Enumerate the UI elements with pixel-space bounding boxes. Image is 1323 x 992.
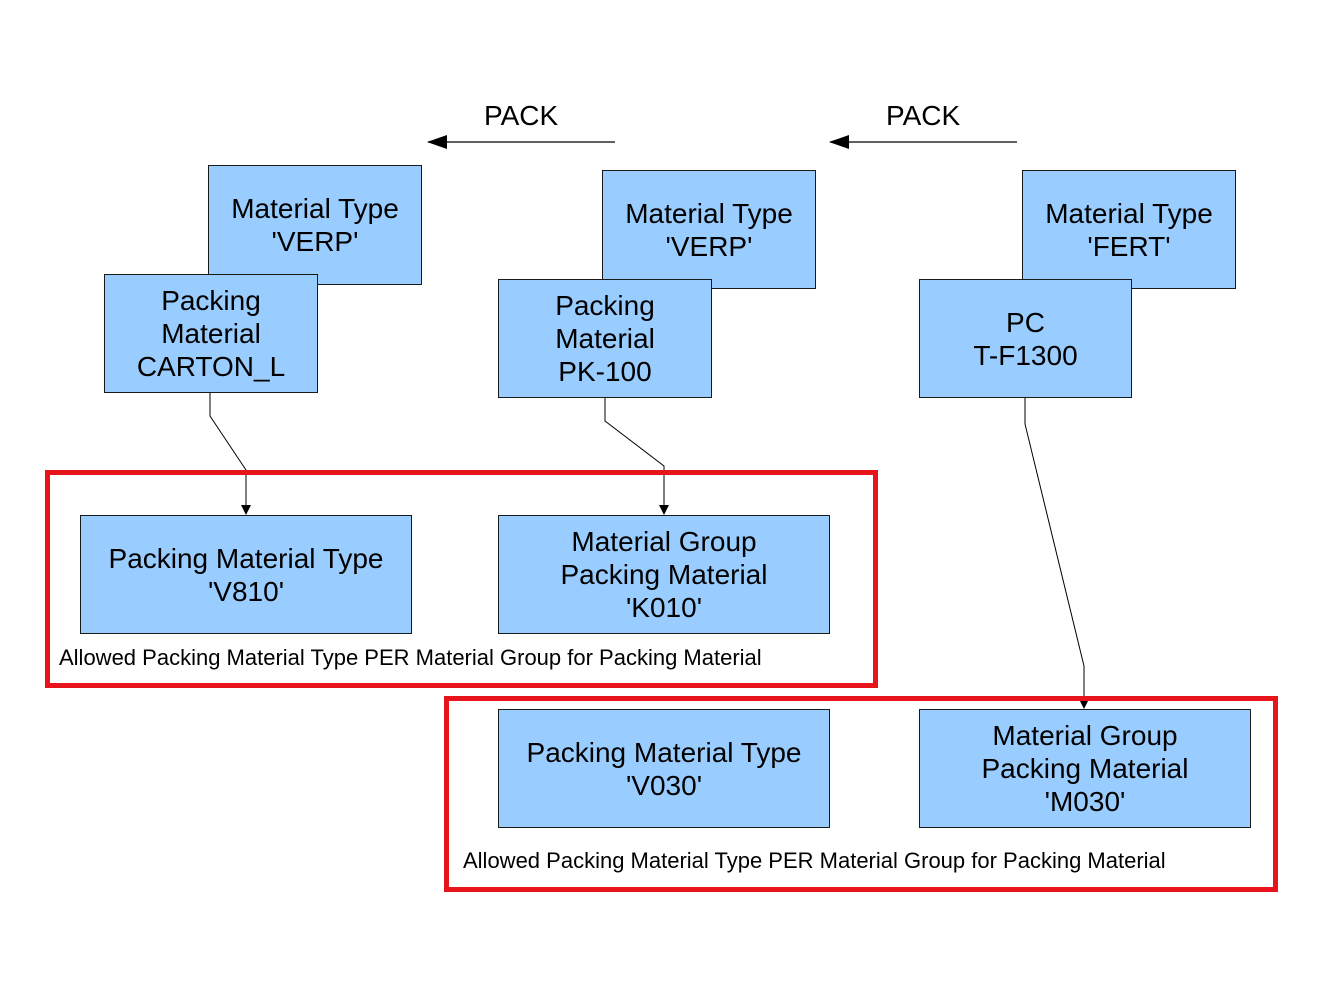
packing-material-box-carton: Packing Material CARTON_L bbox=[104, 274, 318, 393]
group-caption-2: Allowed Packing Material Type PER Materi… bbox=[463, 848, 1166, 873]
packing-material-type-label: Packing Material Type bbox=[526, 736, 802, 768]
packing-material-line1: Packing bbox=[161, 285, 261, 316]
connector-pk100-to-k010 bbox=[604, 398, 669, 515]
product-id: T-F1300 bbox=[973, 339, 1078, 371]
allowed-group-2 bbox=[444, 696, 1278, 892]
packing-material-line2: Material bbox=[555, 323, 655, 354]
packing-material-type-value: 'V810' bbox=[207, 575, 285, 607]
material-type-box-3: Material Type 'FERT' bbox=[1022, 170, 1236, 289]
packing-material-line2: Material bbox=[161, 318, 261, 349]
product-box-pc: PC T-F1300 bbox=[919, 279, 1132, 398]
material-group-line2: Packing Material bbox=[560, 559, 768, 590]
packing-material-box-pk100: Packing Material PK-100 bbox=[498, 279, 712, 398]
material-group-line2: Packing Material bbox=[981, 753, 1189, 784]
material-group-box-m030: Material Group Packing Material 'M030' bbox=[919, 709, 1251, 828]
material-type-label: Material Type bbox=[625, 197, 793, 229]
allowed-group-1 bbox=[45, 470, 878, 688]
packing-material-type-box-v030: Packing Material Type 'V030' bbox=[498, 709, 830, 828]
material-type-value: 'FERT' bbox=[1087, 230, 1171, 262]
packing-material-type-label: Packing Material Type bbox=[108, 542, 384, 574]
material-group-box-k010: Material Group Packing Material 'K010' bbox=[498, 515, 830, 634]
packing-material-id: PK-100 bbox=[558, 356, 652, 387]
group-caption-1: Allowed Packing Material Type PER Materi… bbox=[59, 645, 762, 670]
product-line1: PC bbox=[1006, 306, 1045, 338]
material-type-label: Material Type bbox=[231, 193, 399, 224]
material-group-value: 'M030' bbox=[1044, 786, 1126, 817]
material-group-value: 'K010' bbox=[625, 592, 703, 623]
connector-carton-to-v810 bbox=[209, 393, 251, 515]
packing-material-type-value: 'V030' bbox=[625, 769, 703, 801]
packing-material-id: CARTON_L bbox=[136, 351, 286, 382]
material-group-line1: Material Group bbox=[992, 720, 1178, 751]
pack-label-2: PACK bbox=[886, 100, 961, 131]
material-type-value: 'VERP' bbox=[271, 226, 359, 257]
packing-material-type-box-v810: Packing Material Type 'V810' bbox=[80, 515, 412, 634]
connector-pc-to-m030 bbox=[1024, 398, 1089, 709]
material-group-line1: Material Group bbox=[571, 526, 757, 557]
material-type-value: 'VERP' bbox=[665, 230, 753, 262]
material-type-label: Material Type bbox=[1045, 197, 1213, 229]
material-type-box-2: Material Type 'VERP' bbox=[602, 170, 816, 289]
material-type-box-1: Material Type 'VERP' bbox=[208, 165, 422, 285]
pack-label-1: PACK bbox=[484, 100, 559, 131]
packing-material-line1: Packing bbox=[555, 290, 655, 321]
